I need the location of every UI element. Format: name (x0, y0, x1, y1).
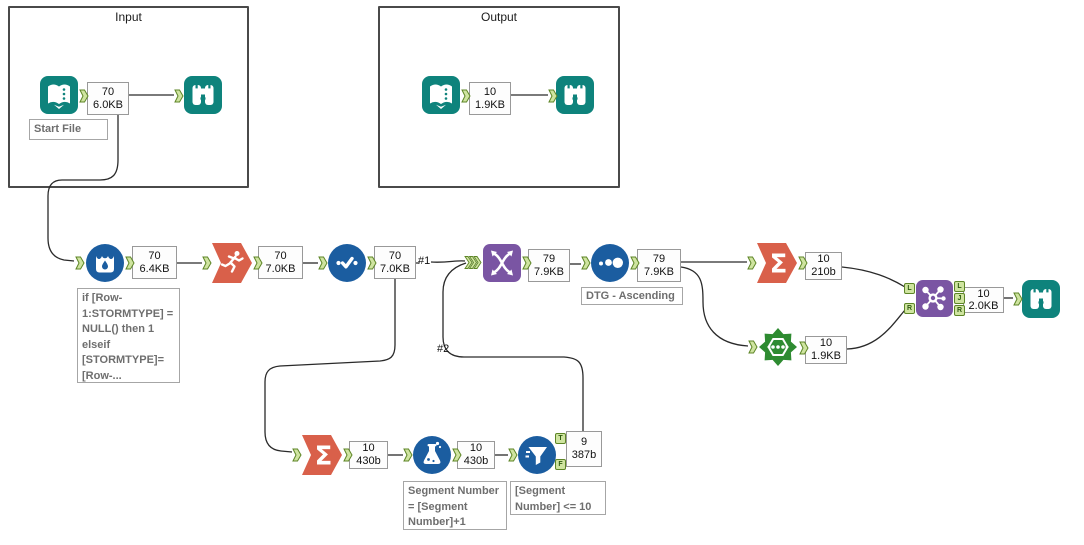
tool-formula[interactable] (413, 436, 451, 474)
formula-input-anchor[interactable] (403, 448, 413, 467)
join-right-input-anchor[interactable]: R (904, 303, 915, 314)
connection-summarize-to-join-left[interactable] (841, 266, 906, 288)
select-icon (328, 244, 366, 282)
tool-tile[interactable] (758, 327, 798, 367)
input-data-icon (40, 76, 78, 114)
tool-input-data-start[interactable] (40, 76, 78, 114)
annotation-join[interactable]: 10 2.0KB (963, 287, 1004, 313)
connection-select-to-summarize-bottom[interactable] (264, 279, 396, 453)
annotation-input-file[interactable]: 70 6.0KB (87, 82, 129, 115)
tile-icon (758, 327, 798, 367)
connection-filter-to-union[interactable] (442, 262, 584, 431)
browse-final-input-anchor[interactable] (1013, 292, 1023, 311)
tool-summarize-segments[interactable]: Σ (302, 435, 342, 475)
summarize-input-anchor[interactable] (747, 256, 757, 275)
comment-formula-expression[interactable]: Segment Number = [Segment Number]+1 (403, 481, 507, 530)
sort-output-anchor[interactable] (630, 256, 640, 275)
tool-browse-input[interactable] (184, 76, 222, 114)
join-right-output-anchor[interactable]: R (954, 305, 965, 316)
running-total-icon (212, 243, 252, 283)
union-output-anchor[interactable] (522, 256, 532, 275)
summarize-output-anchor[interactable] (798, 256, 808, 275)
annotation-sort[interactable]: 79 7.9KB (637, 249, 681, 282)
annotation-tile[interactable]: 10 1.9KB (805, 336, 847, 364)
container-output-label: Output (480, 10, 518, 24)
annotation-select[interactable]: 70 7.0KB (374, 246, 416, 279)
annotation-output-file[interactable]: 10 1.9KB (469, 82, 511, 115)
join-left-output-anchor[interactable]: L (954, 281, 965, 292)
multirow-output-anchor[interactable] (125, 256, 135, 275)
tool-browse-output[interactable] (556, 76, 594, 114)
summarize-icon: Σ (302, 435, 342, 475)
summarize-bottom-output-anchor[interactable] (343, 448, 353, 467)
container-input-label: Input (115, 10, 142, 24)
select-output-anchor[interactable] (367, 256, 377, 275)
connection-sort-to-tile[interactable] (680, 266, 749, 347)
sort-icon (591, 244, 629, 282)
browse-input-anchor[interactable] (174, 89, 184, 108)
join-icon (916, 280, 953, 317)
filter-icon (518, 436, 556, 474)
tool-multirow-formula[interactable] (86, 244, 124, 282)
annotation-multirow[interactable]: 70 6.4KB (132, 246, 177, 279)
tile-input-anchor[interactable] (748, 340, 758, 359)
comment-filter-expression[interactable]: [Segment Number] <= 10 (510, 481, 606, 515)
comment-start-file[interactable]: Start File (29, 119, 108, 140)
tool-union[interactable] (483, 244, 521, 282)
runningtotal-input-anchor[interactable] (202, 256, 212, 275)
svg-text:Σ: Σ (315, 442, 333, 472)
tool-filter[interactable] (518, 436, 556, 474)
browse-icon (1022, 280, 1060, 318)
multirow-input-anchor[interactable] (75, 256, 85, 275)
select-input-anchor[interactable] (318, 256, 328, 275)
formula-icon (413, 436, 451, 474)
annotation-running-total[interactable]: 70 7.0KB (258, 246, 303, 279)
connection-label-2: #2 (437, 343, 450, 355)
filter-true-output-anchor[interactable]: T (555, 433, 566, 444)
union-icon (483, 244, 521, 282)
filter-false-output-anchor[interactable]: F (555, 459, 566, 470)
output-data-output-anchor[interactable] (461, 89, 471, 108)
connection-tile-to-join-right[interactable] (846, 309, 906, 350)
union-input-anchor[interactable] (464, 255, 482, 275)
connection-label-1: #1 (418, 255, 431, 267)
browse-output-input-anchor[interactable] (548, 89, 558, 108)
summarize-bottom-input-anchor[interactable] (292, 448, 302, 467)
sort-input-anchor[interactable] (581, 256, 591, 275)
comment-multirow-expression[interactable]: if [Row- 1:STORMTYPE] = NULL() then 1 el… (77, 288, 180, 383)
annotation-union[interactable]: 79 7.9KB (528, 249, 570, 282)
multi-row-formula-icon (86, 244, 124, 282)
tool-sort[interactable] (591, 244, 629, 282)
filter-input-anchor[interactable] (508, 448, 518, 467)
formula-output-anchor[interactable] (452, 448, 462, 467)
browse-icon (184, 76, 222, 114)
summarize-icon: Σ (757, 243, 797, 283)
annotation-filter[interactable]: 9 387b (566, 431, 602, 467)
join-left-input-anchor[interactable]: L (904, 283, 915, 294)
tile-output-anchor[interactable] (799, 341, 809, 360)
join-join-output-anchor[interactable]: J (954, 293, 965, 304)
tool-input-data-output[interactable] (422, 76, 460, 114)
input-data-output-anchor[interactable] (79, 89, 89, 108)
annotation-summarize-top[interactable]: 10 210b (805, 252, 842, 280)
connection-input-to-multirow[interactable] (47, 115, 119, 262)
tool-join[interactable] (916, 280, 953, 317)
tool-summarize[interactable]: Σ (757, 243, 797, 283)
runningtotal-output-anchor[interactable] (253, 256, 263, 275)
browse-icon (556, 76, 594, 114)
annotation-formula[interactable]: 10 430b (457, 441, 495, 469)
annotation-summarize-bottom[interactable]: 10 430b (349, 441, 388, 469)
comment-sort-note[interactable]: DTG - Ascending (581, 287, 683, 305)
tool-running-total[interactable] (212, 243, 252, 283)
tool-browse-final[interactable] (1022, 280, 1060, 318)
connection-select-to-union[interactable] (416, 260, 466, 264)
input-data-icon (422, 76, 460, 114)
tool-select[interactable] (328, 244, 366, 282)
svg-text:Σ: Σ (770, 250, 788, 280)
